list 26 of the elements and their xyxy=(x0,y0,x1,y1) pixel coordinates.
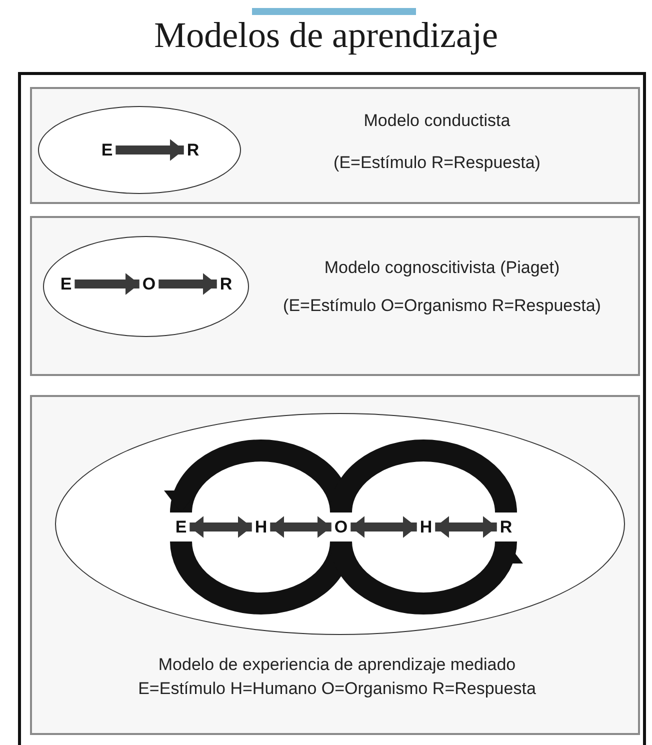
model-heading: Modelo cognoscitivista (Piaget) xyxy=(324,258,560,278)
double-arrow xyxy=(190,516,252,538)
title: Modelos de aprendizaje xyxy=(153,14,499,56)
node-letter: R xyxy=(500,518,512,536)
model-panel xyxy=(30,87,640,204)
model-heading: Modelo conductista xyxy=(364,111,510,131)
node-letter: O xyxy=(334,518,348,536)
model-heading: Modelo de experiencia de aprendizaje mediado xyxy=(158,655,516,675)
model-panel xyxy=(30,395,640,735)
node-letter: R xyxy=(220,276,232,292)
node-letter: H xyxy=(254,518,268,536)
node-letter: E xyxy=(175,518,187,536)
arrow xyxy=(158,273,217,295)
node-letter: E xyxy=(101,142,113,158)
model-legend: E=Estímulo H=Humano O=Organismo R=Respuesta xyxy=(138,679,536,699)
node-letter: E xyxy=(60,276,72,292)
node-letter: R xyxy=(186,142,200,158)
double-arrow xyxy=(435,516,497,538)
arrow xyxy=(116,139,184,161)
node-letter: H xyxy=(420,518,432,536)
model-legend: (E=Estímulo O=Organismo R=Respuesta) xyxy=(283,296,601,316)
node-letter: O xyxy=(142,276,156,292)
model-panel xyxy=(30,216,640,376)
double-arrow xyxy=(270,516,332,538)
model-legend: (E=Estímulo R=Respuesta) xyxy=(334,153,540,173)
double-arrow xyxy=(350,516,417,538)
